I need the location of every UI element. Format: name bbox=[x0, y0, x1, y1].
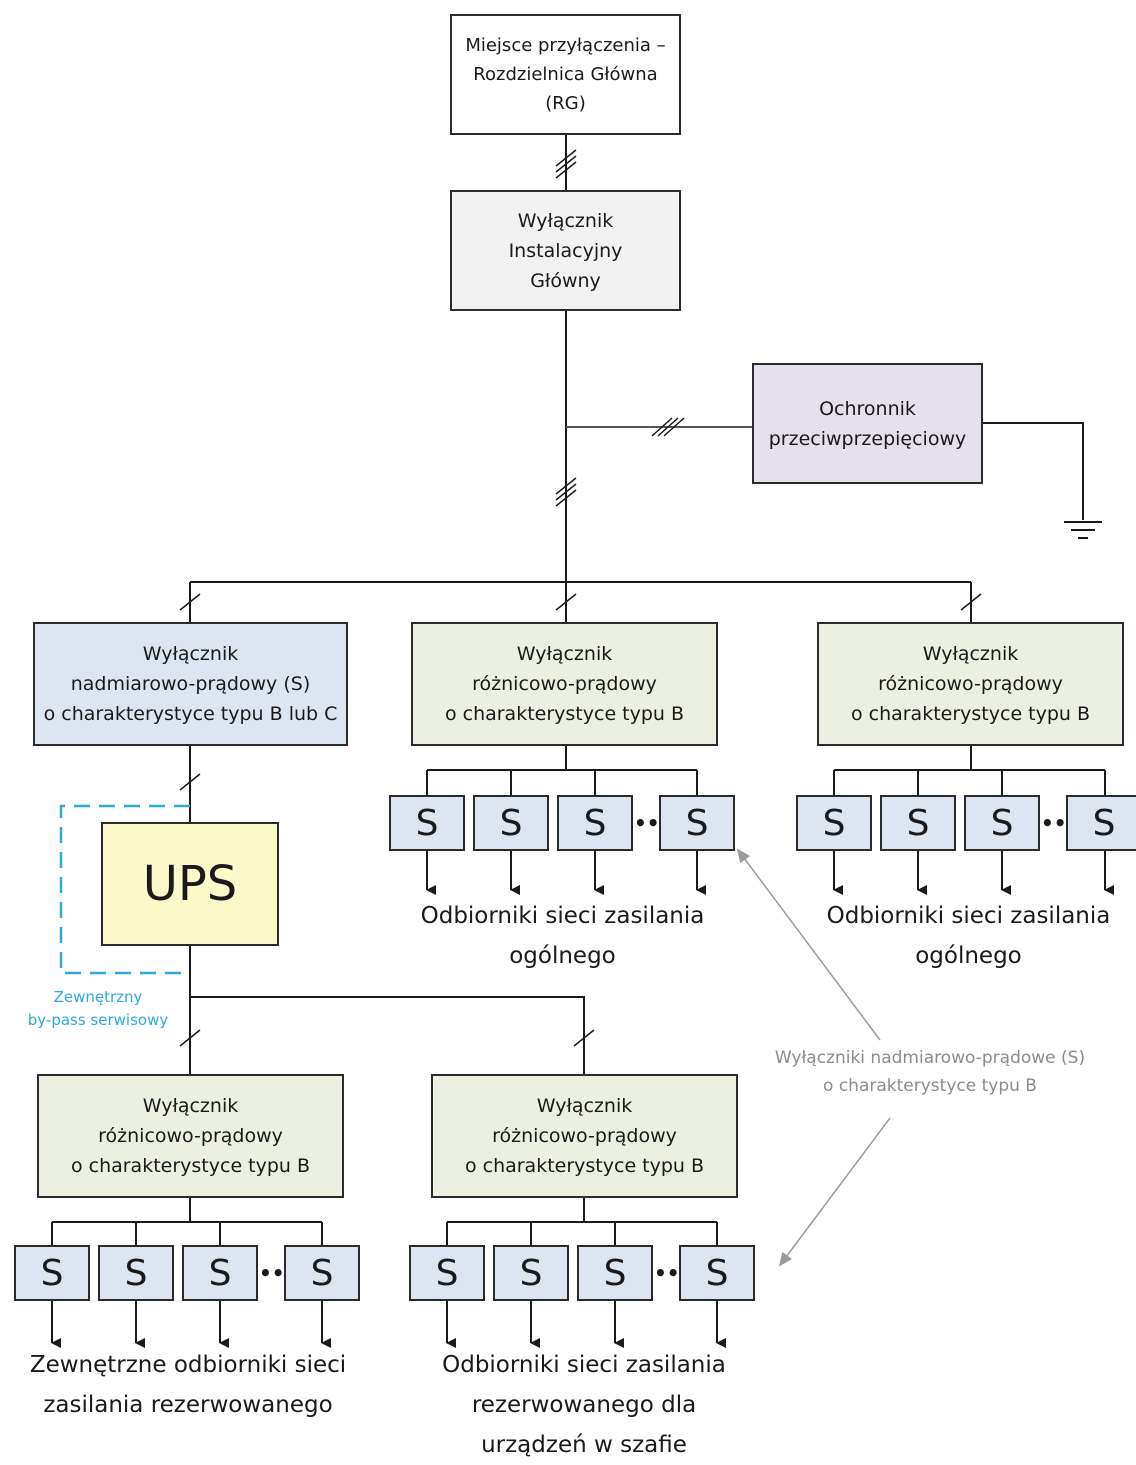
label-general-loads-a: Odbiorniki sieci zasilania ogólnego bbox=[420, 903, 705, 969]
s-breaker: S bbox=[409, 1245, 485, 1301]
s-breaker: S bbox=[98, 1245, 174, 1301]
s-breaker: S bbox=[493, 1245, 569, 1301]
ups-unit: UPS bbox=[101, 822, 279, 946]
s-breaker: S bbox=[389, 795, 465, 851]
overcurrent-breaker: Wyłącznik nadmiarowo-prądowy (S) o chara… bbox=[33, 622, 348, 746]
rcd-general-a: Wyłącznik różnicowo-prądowy o charaktery… bbox=[411, 622, 718, 746]
label-general-loads-b: Odbiorniki sieci zasilania ogólnego bbox=[826, 903, 1111, 969]
rcd-external-reserved: Wyłącznik różnicowo-prądowy o charaktery… bbox=[37, 1074, 344, 1198]
label-s-breakers-note: Wyłączniki nadmiarowo-prądowe (S) o char… bbox=[774, 1048, 1086, 1096]
wire-ground bbox=[983, 422, 1084, 520]
s-breaker: S bbox=[182, 1245, 258, 1301]
s-breaker: S bbox=[473, 795, 549, 851]
bypass-dashed-line bbox=[59, 804, 190, 975]
s-breaker: S bbox=[1066, 795, 1136, 851]
label-external-bypass: Zewnętrzny by-pass serwisowy bbox=[27, 988, 169, 1029]
s-breaker: S bbox=[679, 1245, 755, 1301]
s-breaker: S bbox=[659, 795, 735, 851]
annotation-arrow-up bbox=[736, 848, 881, 1041]
rcd-general-b: Wyłącznik różnicowo-prądowy o charaktery… bbox=[817, 622, 1124, 746]
main-installation-switch: Wyłącznik Instalacyjny Główny bbox=[450, 190, 681, 311]
s-breaker: S bbox=[796, 795, 872, 851]
s-breaker: S bbox=[14, 1245, 90, 1301]
s-breaker: S bbox=[880, 795, 956, 851]
connection-point-rg: Miejsce przyłączenia – Rozdzielnica Głów… bbox=[450, 14, 681, 135]
label-external-reserved-loads: Zewnętrzne odbiorniki sieci zasilania re… bbox=[29, 1352, 347, 1418]
s-breaker: S bbox=[964, 795, 1040, 851]
s-breaker: S bbox=[557, 795, 633, 851]
surge-protector: Ochronnik przeciwprzepięciowy bbox=[752, 363, 983, 484]
s-breaker: S bbox=[577, 1245, 653, 1301]
rcd-cabinet-reserved: Wyłącznik różnicowo-prądowy o charaktery… bbox=[431, 1074, 738, 1198]
annotation-arrow-down bbox=[778, 1117, 891, 1267]
label-cabinet-reserved-loads: Odbiorniki sieci zasilania rezerwowanego… bbox=[442, 1352, 726, 1458]
s-breaker: S bbox=[284, 1245, 360, 1301]
wire-ups-to-rcd-d bbox=[190, 996, 585, 1074]
